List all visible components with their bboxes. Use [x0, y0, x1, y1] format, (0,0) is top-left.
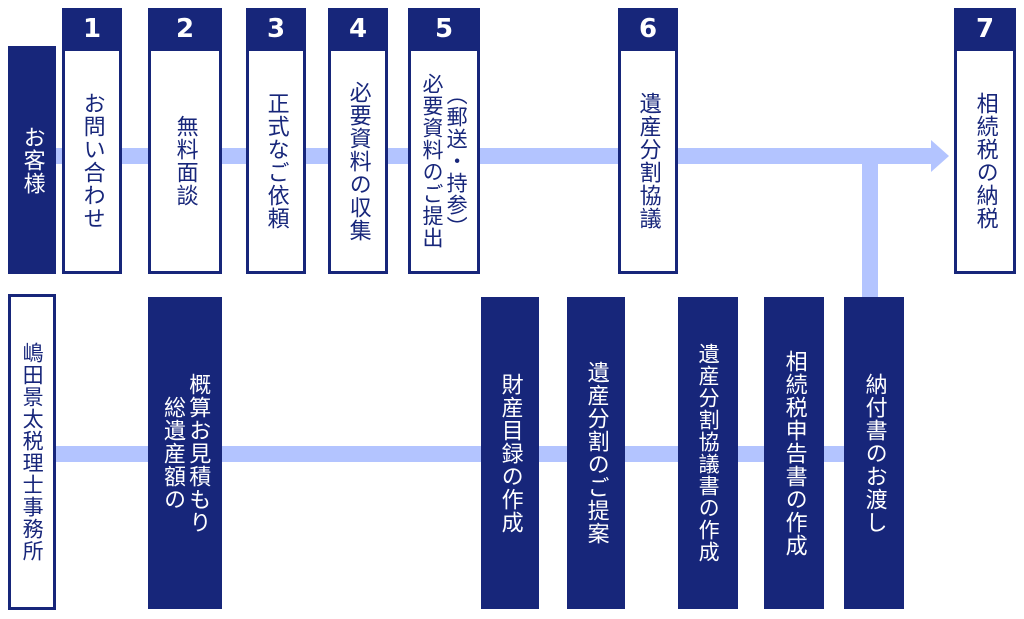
- step-7-number: 7: [954, 8, 1016, 50]
- flow-arrow-icon: [931, 140, 949, 172]
- firm-task-payment-slip: 納付書のお渡し: [844, 297, 904, 609]
- firm-task-tax-return: 相続税申告書の作成: [764, 297, 824, 609]
- firm-task-asset-inventory: 財産目録の作成: [481, 297, 539, 609]
- firm-task-division-agreement: 遺産分割協議書の作成: [678, 297, 738, 609]
- step-5-box: 必要資料のご提出 （郵送・持参）: [408, 48, 480, 274]
- step-5-label-line1: 必要資料のご提出: [420, 73, 444, 249]
- firm-task-division-proposal: 遺産分割のご提案: [567, 297, 625, 609]
- step-7-box: 相続税の納税: [954, 48, 1016, 274]
- connector-line: [862, 156, 878, 298]
- firm-flow-line: [55, 446, 850, 462]
- step-3-box: 正式なご依頼: [246, 48, 306, 274]
- step-4-box: 必要資料の収集: [328, 48, 388, 274]
- step-3-number: 3: [246, 8, 306, 50]
- step-6-number: 6: [618, 8, 678, 50]
- step-5-label-line2: （郵送・持参）: [444, 84, 469, 238]
- step-4-number: 4: [328, 8, 388, 50]
- step-5-number: 5: [408, 8, 480, 50]
- step-1-number: 1: [62, 8, 122, 50]
- firm-task-estimate: 総遺産額の 概算お見積もり: [148, 297, 222, 609]
- customer-lane-label: お客様: [8, 46, 56, 274]
- step-6-box: 遺産分割協議: [618, 48, 678, 274]
- step-2-box: 無料面談: [148, 48, 222, 274]
- firm-lane-label: 嶋田景太税理士事務所: [8, 294, 56, 610]
- step-2-number: 2: [148, 8, 222, 50]
- step-1-box: お問い合わせ: [62, 48, 122, 274]
